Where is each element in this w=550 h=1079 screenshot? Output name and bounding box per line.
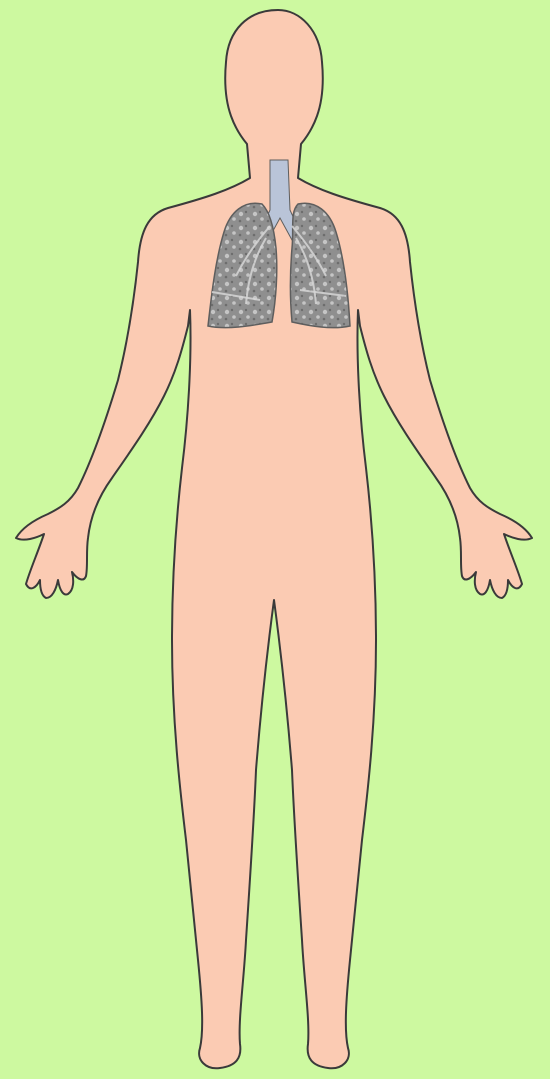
anatomy-diagram bbox=[0, 0, 550, 1079]
